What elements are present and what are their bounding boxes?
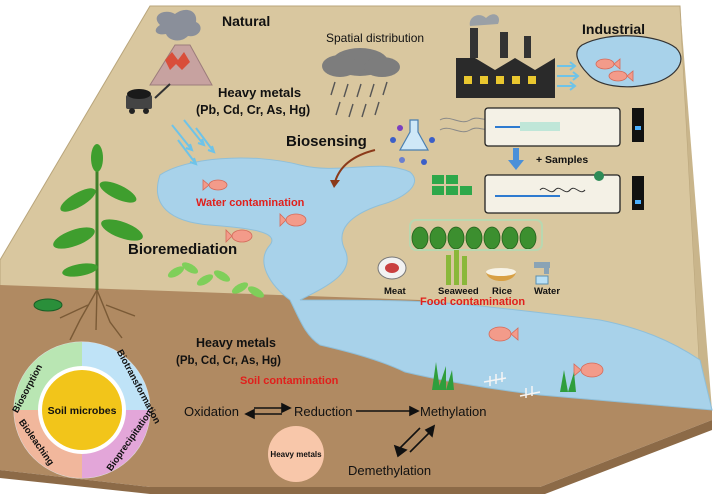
- flask-icon: [390, 119, 435, 165]
- demethylation-label: Demethylation: [348, 463, 431, 478]
- rice-bowl-icon: [486, 268, 516, 281]
- spatial-distribution-label: Spatial distribution: [326, 31, 424, 45]
- aquatic-plants: [432, 362, 576, 392]
- food-contamination-label: Food contamination: [420, 296, 525, 308]
- fish-icon: [279, 213, 307, 227]
- industrial-lake: [576, 35, 682, 88]
- microbe-capsule: [33, 298, 63, 312]
- samples-label: + Samples: [536, 154, 588, 166]
- reduction-label: Reduction: [294, 404, 353, 419]
- industrial-label: Industrial: [582, 21, 645, 37]
- water-tap-icon: [534, 262, 550, 285]
- seaweed-label: Seaweed: [438, 286, 479, 297]
- down-arrow: [508, 148, 524, 170]
- rice-label: Rice: [492, 286, 512, 297]
- outflow-arrows: [557, 61, 580, 91]
- factory-icon: [456, 14, 555, 98]
- fish-icon: [595, 58, 621, 70]
- seedlings: [167, 262, 265, 298]
- mine-cart-icon: [126, 83, 171, 114]
- heavy-metals-circle-label: Heavy metals: [270, 450, 322, 459]
- methylation-label: Methylation: [420, 404, 486, 419]
- greenhouse: [409, 219, 543, 251]
- fish-icon: [608, 70, 634, 82]
- aptamer-strands: [439, 117, 489, 133]
- water-label: Water: [534, 286, 560, 297]
- soil-contamination-label: Soil contamination: [240, 375, 339, 387]
- fish-icon: [488, 326, 519, 342]
- volcano-icon: [149, 9, 213, 86]
- biosensing-arrow: [334, 149, 376, 183]
- soil-front-face: [0, 285, 712, 487]
- soil-microbes-wheel: [13, 341, 151, 479]
- metals-list-top: (Pb, Cd, Cr, As, Hg): [196, 103, 310, 117]
- redox-arrows: [244, 402, 436, 458]
- fish-icon: [225, 229, 253, 243]
- plant-icon: [53, 144, 143, 341]
- biosensing-label: Biosensing: [286, 133, 367, 150]
- meat-label: Meat: [384, 286, 406, 297]
- natural-label: Natural: [222, 13, 270, 29]
- sensor-device-icon: [484, 171, 644, 214]
- oxidation-label: Oxidation: [184, 404, 239, 419]
- soil-right-side: [680, 6, 712, 410]
- bioremediation-label: Bioremediation: [128, 241, 237, 258]
- heavy-metals-top-label: Heavy metals: [218, 85, 301, 100]
- seaweed-icon: [446, 250, 467, 285]
- green-sensor-chips: [432, 175, 472, 195]
- metals-list-mid: (Pb, Cd, Cr, As, Hg): [176, 355, 281, 367]
- heavy-metals-circle: [268, 426, 324, 482]
- meat-icon: [377, 256, 407, 280]
- fish-icon: [202, 179, 228, 191]
- soil-microbes-label: Soil microbes: [48, 405, 117, 417]
- rain-cloud-icon: [322, 48, 400, 118]
- fish-icon: [573, 362, 604, 378]
- heavy-metals-mid-label: Heavy metals: [196, 336, 276, 350]
- bone-fish-icons: [483, 372, 541, 398]
- sensor-device-icon: [484, 107, 644, 147]
- deposition-arrows: [171, 119, 216, 166]
- water-contamination-label: Water contamination: [196, 197, 305, 209]
